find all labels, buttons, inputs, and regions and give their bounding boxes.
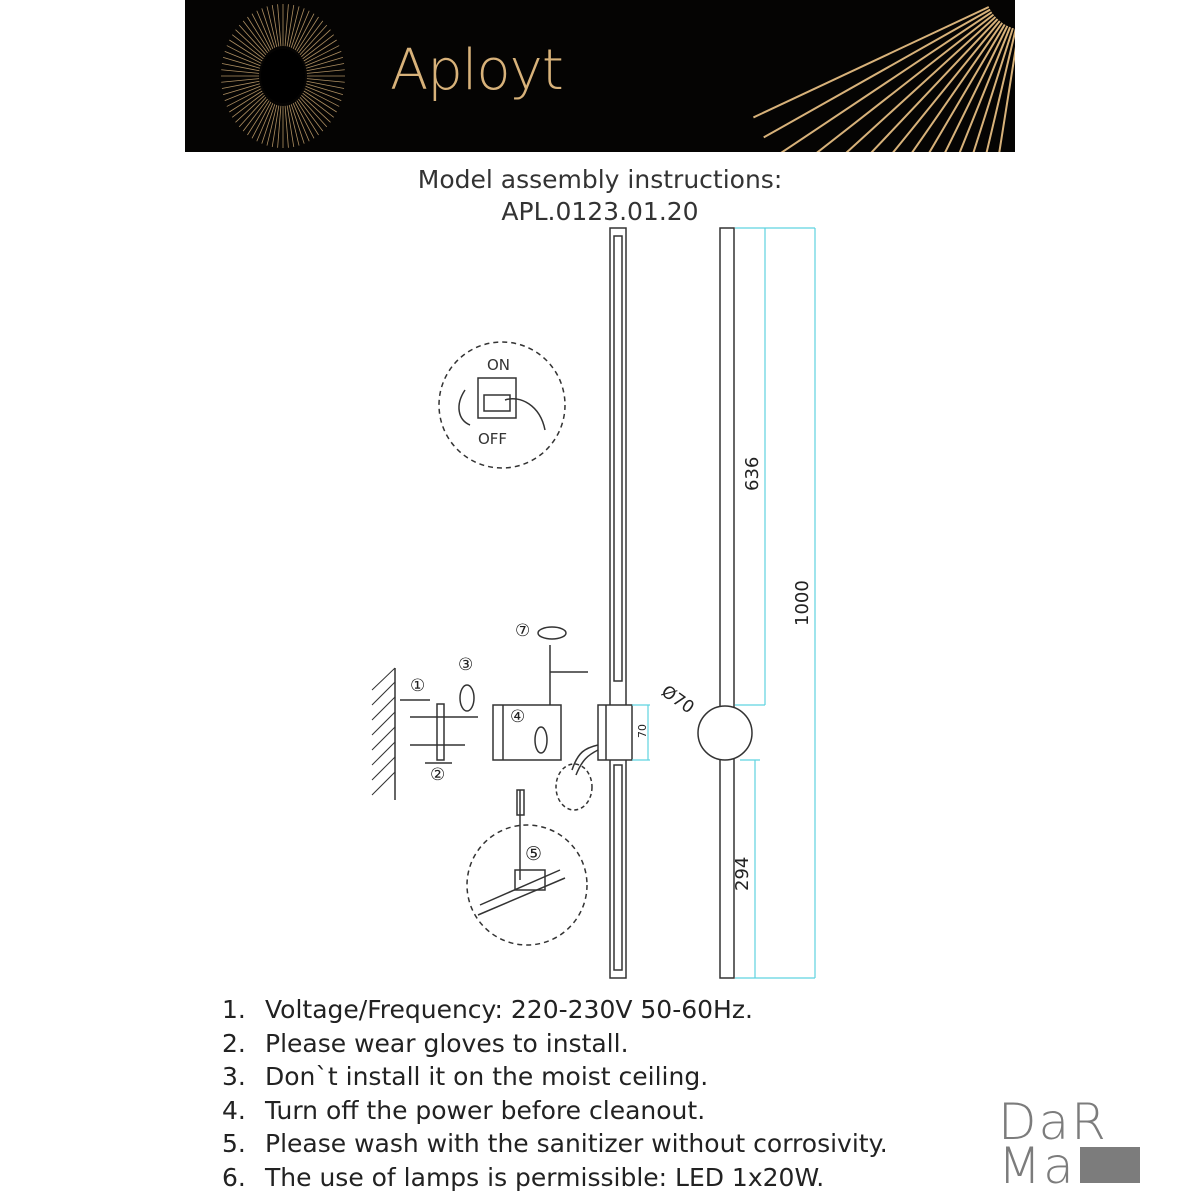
list-item: 6. The use of lamps is permissible: LED 1… xyxy=(222,1161,888,1195)
item-number: 4. xyxy=(222,1095,246,1125)
dim-mount-70: 70 xyxy=(636,724,649,738)
item-text: Please wash with the sanitizer without c… xyxy=(265,1129,888,1158)
item-text: Please wear gloves to install. xyxy=(265,1028,629,1058)
step-1-label: ① xyxy=(410,676,426,696)
model-number: APL.0123.01.20 xyxy=(501,197,699,226)
doc-title: Model assembly instructions: xyxy=(417,165,783,194)
list-item: 1. Voltage/Frequency: 220-230V 50-60Hz. xyxy=(222,993,888,1027)
lamp-front-view xyxy=(571,227,633,979)
lamp-side-view xyxy=(697,227,753,979)
list-item: 5. Please wash with the sanitizer without… xyxy=(222,1127,888,1161)
item-number: 3. xyxy=(222,1062,246,1091)
wall-mount xyxy=(371,626,588,800)
dim-636: 636 xyxy=(742,456,763,491)
item-text: Voltage/Frequency: 220-230V 50-60Hz. xyxy=(265,995,753,1024)
switch-off-label: OFF xyxy=(478,430,508,448)
assembly-diagram xyxy=(371,227,816,979)
notes-list: 1. Voltage/Frequency: 220-230V 50-60Hz. 2… xyxy=(222,993,888,1194)
item-text: Turn off the power before cleanout. xyxy=(265,1095,706,1125)
darma-watermark-logo: DaR Ma xyxy=(998,1093,1140,1191)
item-number: 6. xyxy=(222,1162,246,1192)
switch-on-label: ON xyxy=(487,356,511,374)
dimension-lines xyxy=(632,227,816,979)
watermark-line2: Ma xyxy=(998,1137,1076,1195)
item-number: 2. xyxy=(222,1028,246,1058)
item-number: 5. xyxy=(222,1129,246,1158)
dim-1000: 1000 xyxy=(792,580,813,626)
brand-header: Aployt xyxy=(185,0,1015,152)
item-text: Don`t install it on the moist ceiling. xyxy=(265,1062,709,1091)
list-item: 2. Please wear gloves to install. xyxy=(222,1027,888,1061)
dim-294: 294 xyxy=(732,856,753,891)
step-5-label: ⑤ xyxy=(525,843,543,865)
watermark-block xyxy=(1079,1147,1140,1183)
brand-name: Aployt xyxy=(390,38,564,103)
watermark-line1: DaR xyxy=(998,1093,1108,1151)
step-2-label: ② xyxy=(430,765,446,785)
step-7-label: ⑦ xyxy=(515,621,531,641)
step-4-label: ④ xyxy=(510,707,526,727)
list-item: 3. Don`t install it on the moist ceiling. xyxy=(222,1060,888,1094)
switch-detail xyxy=(438,341,566,469)
wiring-detail xyxy=(466,763,593,946)
list-item: 4. Turn off the power before cleanout. xyxy=(222,1094,888,1128)
sunburst-logo-icon xyxy=(221,4,1015,152)
item-number: 1. xyxy=(222,995,246,1024)
item-text: The use of lamps is permissible: LED 1x2… xyxy=(265,1162,825,1192)
step-3-label: ③ xyxy=(458,655,474,675)
